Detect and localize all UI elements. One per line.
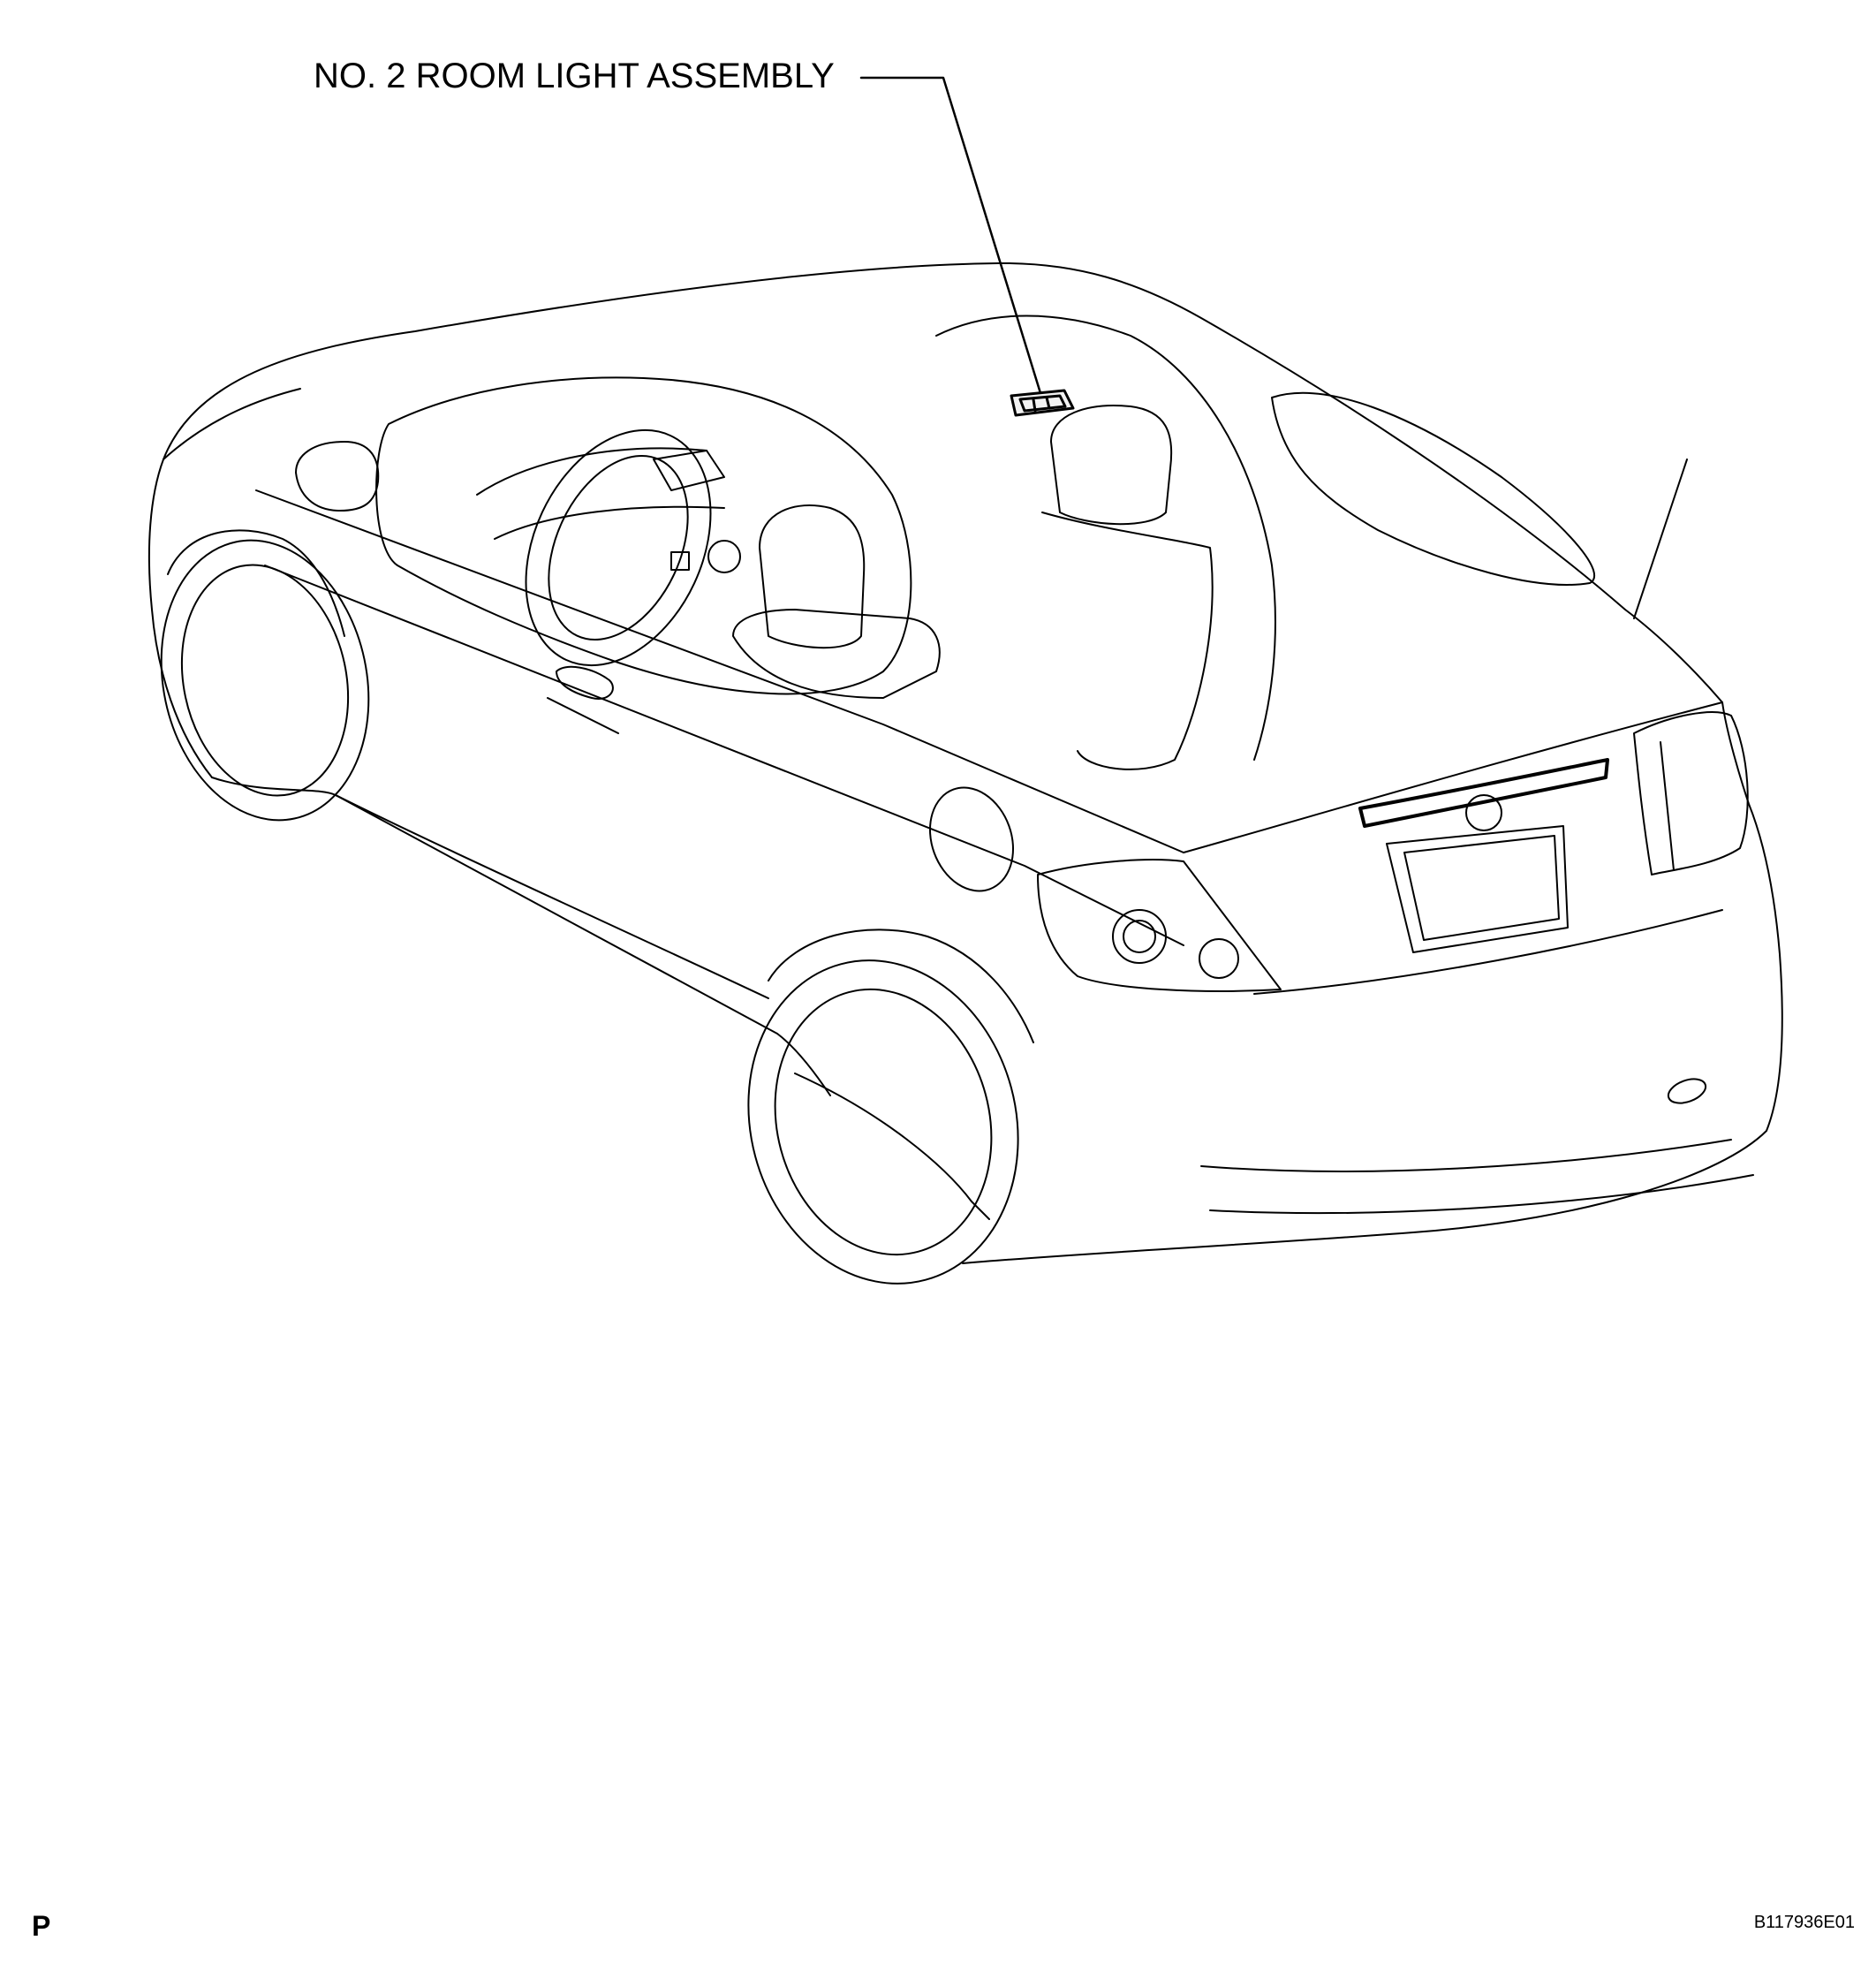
door-handle (547, 665, 619, 734)
rear-lamp-left (1037, 859, 1282, 992)
exhaust-tip (1667, 1078, 1707, 1104)
section-letter: P (32, 1910, 51, 1942)
trunk-garnish (1358, 758, 1609, 831)
dashboard-interior (476, 428, 741, 667)
front-wheel (160, 529, 370, 822)
rear-wheel (747, 929, 1034, 1285)
rear-seat (1041, 405, 1214, 770)
antenna (1633, 459, 1688, 619)
figure-id: B117936E01 (1753, 1913, 1855, 1932)
fuel-door (928, 786, 1015, 892)
side-mirror (295, 441, 380, 512)
windshield-glass (375, 315, 1276, 761)
rear-window (1271, 391, 1595, 586)
room-light-assembly-label: NO. 2 ROOM LIGHT ASSEMBLY (314, 57, 835, 95)
callout-leader-line (859, 76, 1042, 395)
rear-lamp-right (1633, 711, 1749, 876)
room-light-assembly (1010, 389, 1075, 417)
front-seat (732, 504, 941, 699)
license-plate-area (1386, 825, 1569, 953)
car-body-outline (148, 262, 1783, 1264)
